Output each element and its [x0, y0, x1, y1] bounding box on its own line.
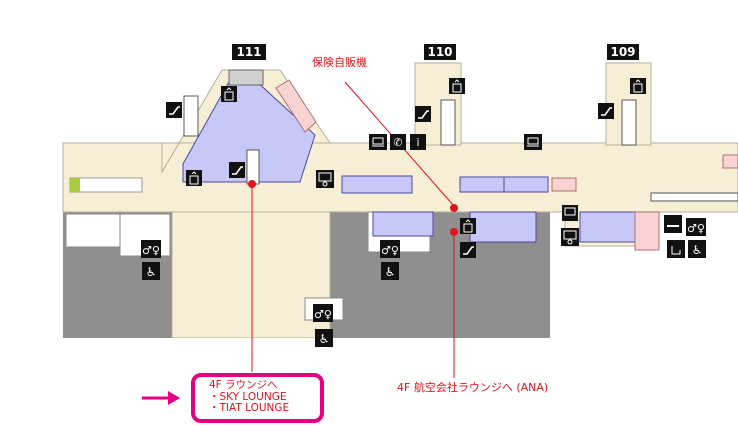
information-icon: i	[410, 134, 426, 150]
green-marker	[70, 178, 80, 192]
smoking-icon	[664, 215, 682, 233]
atm-icon	[562, 205, 578, 221]
lounge-callout-box: 4F ラウンジへ ・SKY LOUNGE ・TIAT LOUNGE	[191, 373, 324, 423]
restroom-icon: ♂♀	[686, 218, 706, 236]
gate-111-gate-room	[228, 69, 264, 86]
location-dot-ana	[450, 228, 458, 236]
restroom-icon: ♂♀	[380, 240, 400, 258]
restroom-icon: ♂♀	[141, 240, 161, 258]
telephone-icon: ✆	[390, 134, 406, 150]
gate-label-110: 110	[424, 44, 456, 60]
drinking-fountain-icon	[667, 240, 685, 258]
restroom-icon: ♂♀	[313, 304, 333, 322]
escalator-icon	[229, 162, 245, 178]
atm-icon	[561, 228, 579, 246]
gate-fence	[650, 192, 738, 202]
elevator-icon	[449, 78, 465, 94]
escalator-icon	[415, 106, 431, 122]
gate-label-109: 109	[607, 44, 639, 60]
escalator-icon	[460, 242, 476, 258]
wheelchair-icon: ♿	[142, 262, 160, 280]
escalator-icon	[166, 102, 182, 118]
svg-text:♂♀: ♂♀	[687, 222, 705, 235]
elevator-icon	[460, 218, 476, 234]
insurance-vending-label: 保険自販機	[312, 56, 367, 69]
svg-text:♂♀: ♂♀	[381, 244, 399, 257]
svg-text:♿: ♿	[146, 265, 157, 279]
gate-111-shop	[275, 79, 317, 133]
elevator-icon	[186, 170, 202, 186]
elevator-icon	[221, 86, 237, 102]
svg-text:♂♀: ♂♀	[142, 244, 160, 257]
location-dot-sky	[248, 180, 256, 188]
wheelchair-icon: ♿	[381, 262, 399, 280]
counter-1	[341, 175, 413, 194]
lower-lounges	[372, 211, 636, 243]
svg-text:i: i	[416, 136, 419, 149]
shop-pink-2	[722, 154, 738, 169]
lounge-callout-item: ・TIAT LOUNGE	[209, 402, 290, 414]
shop-pink-3	[634, 211, 660, 251]
svg-text:♿: ♿	[692, 243, 703, 257]
lounge-callout-item: ・SKY LOUNGE	[209, 390, 287, 403]
bottom-strip	[63, 338, 550, 366]
computer-icon	[524, 134, 542, 150]
svg-text:♿: ♿	[385, 265, 396, 279]
wheelchair-icon: ♿	[688, 240, 706, 258]
svg-text:✆: ✆	[393, 136, 402, 149]
arrow-icon	[142, 391, 180, 405]
wheelchair-icon: ♿	[315, 329, 333, 347]
computer-icon	[369, 134, 387, 150]
bench	[69, 177, 143, 193]
atm-icon	[316, 170, 334, 188]
svg-text:♿: ♿	[319, 332, 330, 346]
shop-pink-1	[551, 177, 577, 192]
escalator-icon	[598, 103, 614, 119]
gate-label-111: 111	[232, 44, 266, 60]
svg-text:♂♀: ♂♀	[314, 308, 332, 321]
escalator-strips	[183, 95, 637, 185]
lounge-ana-label: 4F 航空会社ラウンジへ (ANA)	[397, 381, 549, 394]
location-dot-vending	[450, 204, 458, 212]
lounge-callout-title: 4F ラウンジへ	[209, 379, 278, 391]
elevator-icon	[630, 78, 646, 94]
